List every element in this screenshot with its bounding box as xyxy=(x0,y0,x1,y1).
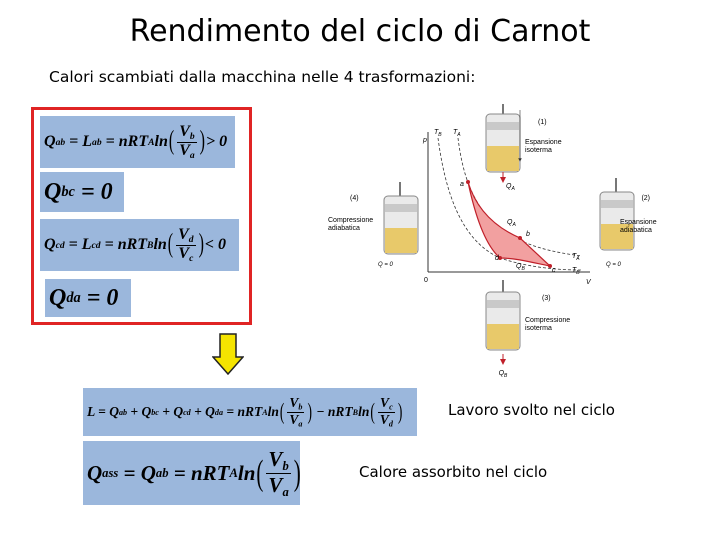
svg-text:Q = 0: Q = 0 xyxy=(606,262,622,268)
slide-title: Rendimento del ciclo di Carnot xyxy=(129,14,591,49)
label-tb-top: TB xyxy=(434,129,442,138)
down-arrow-icon xyxy=(212,333,244,375)
svg-text:(3): (3) xyxy=(542,295,551,302)
point-b xyxy=(518,236,522,240)
heat-absorbed-label: Calore assorbito nel ciclo xyxy=(359,463,548,481)
label-point-b: b xyxy=(526,231,530,238)
isotherm-tb xyxy=(437,137,583,271)
svg-text:QB: QB xyxy=(499,370,508,379)
cylinder-step-4: (4) Compressione adiabatica Q = 0 xyxy=(328,182,419,268)
cylinder-step-2: (2) Espansione adiabatica Q = 0 xyxy=(599,178,657,268)
label-ta-right: TA xyxy=(572,253,580,262)
svg-text:Q = 0: Q = 0 xyxy=(378,262,394,268)
heat-equations-box xyxy=(31,107,252,325)
label-tb-right: TB xyxy=(572,267,580,276)
svg-text:(2): (2) xyxy=(641,195,650,202)
carnot-cycle-area xyxy=(467,181,552,268)
origin-label: 0 xyxy=(424,277,428,284)
svg-text:isoterma: isoterma xyxy=(525,147,552,154)
label-point-d: d xyxy=(495,255,500,262)
work-label: Lavoro svolto nel ciclo xyxy=(448,401,615,419)
svg-text:Compressione: Compressione xyxy=(328,217,373,224)
svg-text:QA: QA xyxy=(506,183,515,192)
svg-text:Espansione: Espansione xyxy=(525,139,562,146)
label-ta-top: TA xyxy=(453,129,461,138)
point-c xyxy=(548,264,552,268)
svg-text:adiabatica: adiabatica xyxy=(328,225,360,232)
v-axis-label: V xyxy=(586,279,592,286)
carnot-cycle-diagram: p V 0 TB TA TA TB a b c d QA QB (1) Espa… xyxy=(328,104,657,379)
label-qa-mid: QA xyxy=(507,219,516,228)
label-qb-mid: QB xyxy=(516,263,525,272)
label-point-a: a xyxy=(460,181,464,188)
p-axis-label: p xyxy=(422,137,427,144)
svg-text:(1): (1) xyxy=(538,119,547,126)
point-d xyxy=(498,256,502,260)
cylinder-step-1: (1) Espansione isoterma QA xyxy=(485,104,562,192)
svg-text:Espansione: Espansione xyxy=(620,219,657,226)
svg-text:Compressione: Compressione xyxy=(525,317,570,324)
point-a xyxy=(466,180,470,184)
svg-text:(4): (4) xyxy=(350,195,359,202)
svg-text:adiabatica: adiabatica xyxy=(620,227,652,234)
svg-text:isoterma: isoterma xyxy=(525,325,552,332)
label-point-c: c xyxy=(552,267,556,274)
cylinder-step-3: (3) Compressione isoterma QB xyxy=(485,280,570,379)
slide-subtitle: Calori scambiati dalla macchina nelle 4 … xyxy=(49,68,476,86)
